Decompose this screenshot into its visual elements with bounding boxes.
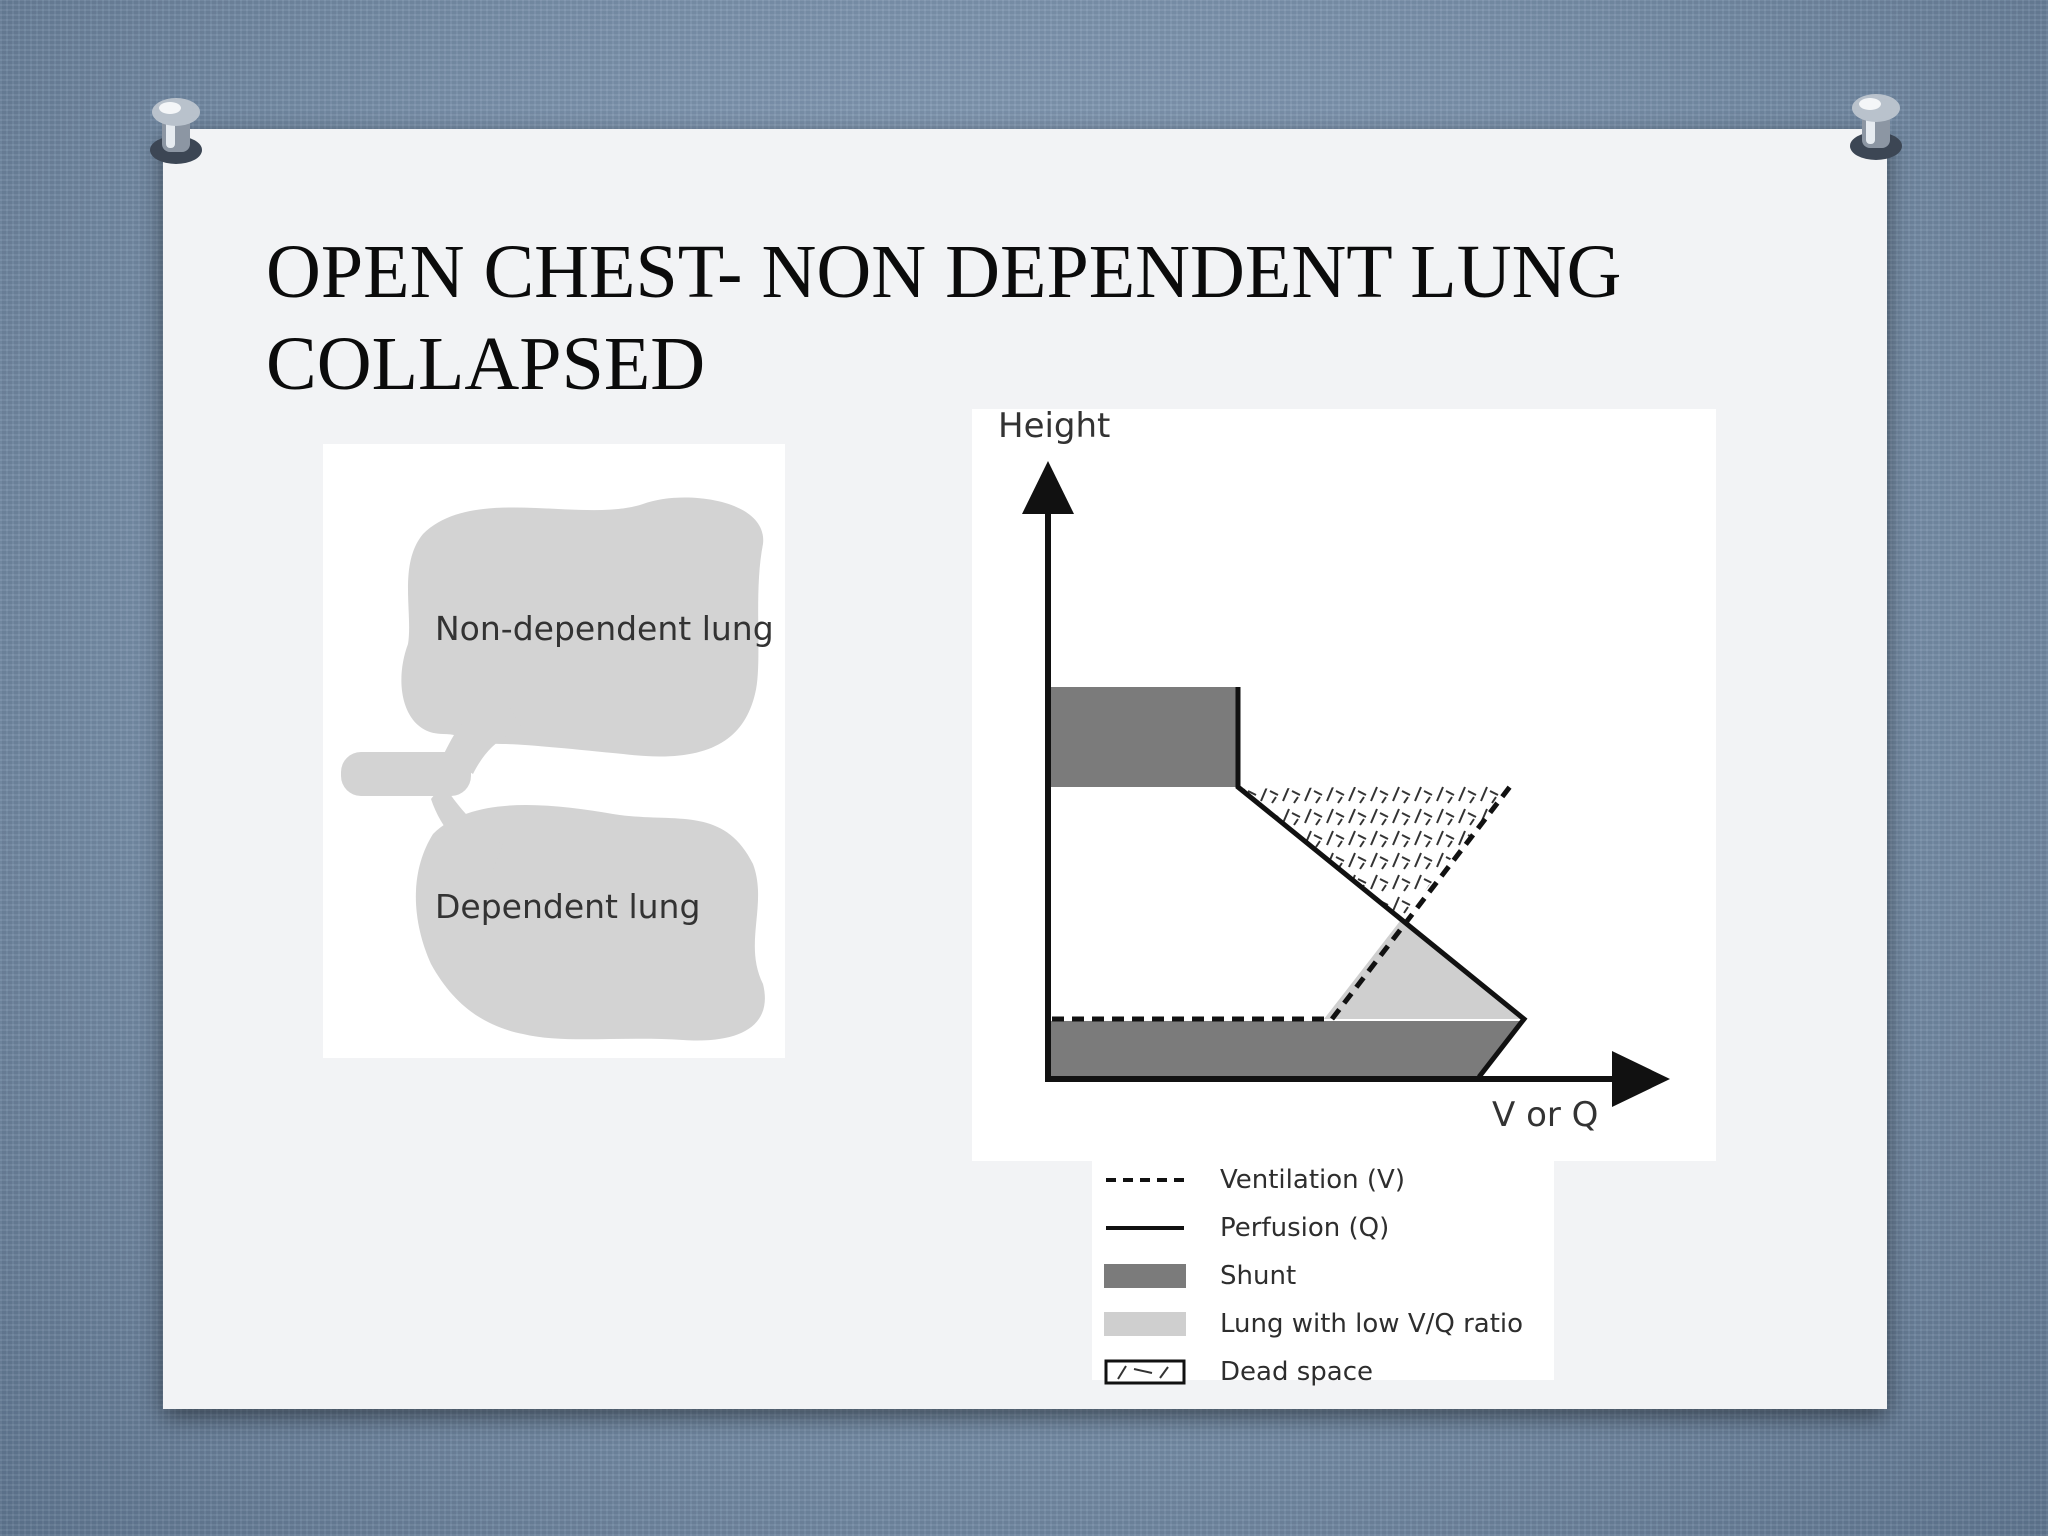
x-axis-arrow-icon — [1612, 1051, 1670, 1107]
ventilation-line — [1052, 782, 1514, 1022]
non-dependent-lung-label: Non-dependent lung — [435, 609, 774, 648]
legend-item-low-vq: Lung with low V/Q ratio — [1104, 1304, 1523, 1344]
trachea-shape — [341, 752, 471, 796]
dependent-lung-shape — [415, 805, 765, 1041]
bronchus-upper-shape — [443, 696, 523, 774]
pushpin-right-icon — [1850, 94, 1902, 160]
lung-shapes — [341, 497, 765, 1041]
solid-line-icon — [1104, 1215, 1186, 1241]
x-axis-label: V or Q — [1492, 1095, 1598, 1135]
upper-shunt-region — [1048, 687, 1238, 787]
legend-item-perfusion: Perfusion (Q) — [1104, 1208, 1389, 1248]
y-axis-label: Height — [998, 409, 1110, 446]
low-vq-region — [1324, 921, 1524, 1019]
non-dependent-lung-shape — [401, 497, 764, 757]
legend-label: Lung with low V/Q ratio — [1220, 1309, 1524, 1339]
dependent-lung-label: Dependent lung — [435, 887, 700, 926]
perfusion-line — [1235, 687, 1528, 1079]
legend-item-shunt: Shunt — [1104, 1256, 1296, 1296]
lung-diagram-panel: Non-dependent lung Dependent lung — [323, 444, 785, 1058]
legend-item-dead-space: Dead space — [1104, 1352, 1373, 1392]
dashed-line-icon — [1104, 1167, 1186, 1193]
legend-label: Dead space — [1220, 1357, 1373, 1387]
lung-diagram: Non-dependent lung Dependent lung — [341, 497, 774, 1041]
dead-space-region — [1240, 784, 1512, 921]
dark-fill-swatch-icon — [1104, 1263, 1186, 1289]
vq-diagram: Height V or Q — [998, 406, 1670, 1135]
vq-legend: Ventilation (V) Perfusion (Q) Shunt Lung… — [1092, 1152, 1554, 1387]
bronchus-lower-shape — [431, 784, 503, 869]
light-fill-swatch-icon — [1104, 1311, 1186, 1337]
vq-diagram-panel: Height V or Q — [972, 406, 1716, 1161]
pushpin-left-icon — [150, 98, 202, 164]
hatched-box-icon — [1104, 1359, 1186, 1385]
legend-item-ventilation: Ventilation (V) — [1104, 1160, 1405, 1200]
legend-label: Perfusion (Q) — [1220, 1213, 1390, 1243]
slide-title: OPEN CHEST- NON DEPENDENT LUNG COLLAPSED — [266, 230, 1622, 406]
y-axis-arrow-icon — [1022, 461, 1074, 514]
legend-label: Ventilation (V) — [1220, 1165, 1405, 1195]
lower-shunt-region — [1048, 1021, 1524, 1077]
legend-label: Shunt — [1220, 1261, 1297, 1291]
